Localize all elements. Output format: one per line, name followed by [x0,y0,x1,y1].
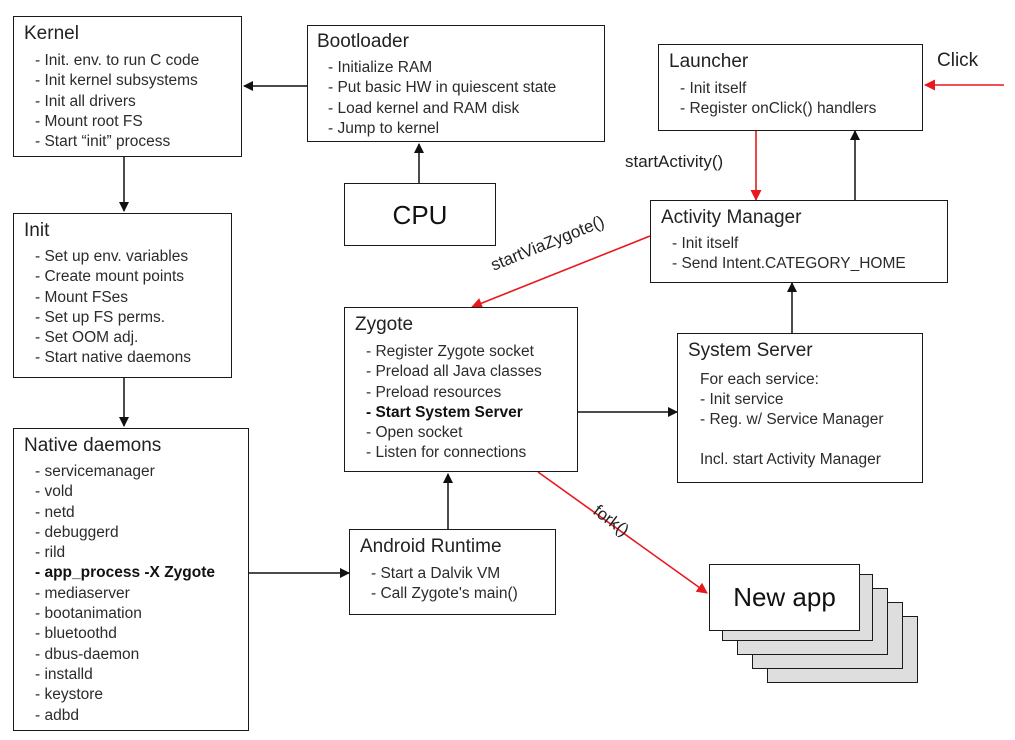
android-runtime-step: - Call Zygote's main() [371,585,518,603]
daemon-item: - dbus-daemon [35,645,140,663]
launcher-steps: - Init itself - Register onClick() handl… [680,79,876,120]
system-server-intro: For each service: [700,371,819,388]
bootloader-title: Bootloader [317,31,409,52]
bootloader-step: - Load kernel and RAM disk [328,99,520,117]
zygote-step-start-system-server: - Start System Server [366,403,523,421]
daemon-item: - servicemanager [35,463,155,480]
kernel-step: - Init all drivers [35,92,136,110]
kernel-step: - Init. env. to run C code [35,52,200,69]
daemon-item: - installd [35,665,93,683]
init-step: - Create mount points [35,268,185,286]
system-server-box: System Server For each service: - Init s… [677,333,923,483]
system-server-steps: - Init service - Reg. w/ Service Manager [700,390,884,431]
new-app-box: New app [709,564,860,631]
init-step: - Mount FSes [35,288,129,306]
arrow-zygote-to-new-app [537,471,708,594]
zygote-step: - Preload all Java classes [366,363,542,381]
activity-manager-title: Activity Manager [661,207,802,228]
init-title: Init [24,220,50,241]
kernel-title: Kernel [24,23,79,44]
android-runtime-steps: - Start a Dalvik VM - Call Zygote's main… [371,564,518,605]
daemon-item: - vold [35,483,73,501]
daemon-item: - netd [35,503,75,521]
new-app-label: New app [733,582,836,612]
init-step: - Set up FS perms. [35,308,166,326]
zygote-step: - Register Zygote socket [366,343,534,360]
daemon-item: - keystore [35,686,104,704]
bootloader-step: - Jump to kernel [328,119,440,137]
activity-manager-step: - Init itself [672,235,739,252]
init-box: Init - Set up env. variables - Create mo… [13,213,232,378]
bootloader-step: - Put basic HW in quiescent state [328,79,557,97]
bootloader-steps: - Initialize RAM - Put basic HW in quies… [328,58,556,139]
launcher-title: Launcher [669,51,749,72]
arrow-activity-manager-to-zygote [471,235,651,309]
activity-manager-box: Activity Manager - Init itself - Send In… [650,200,948,283]
daemon-item: - bootanimation [35,605,142,623]
zygote-step: - Open socket [366,424,463,442]
android-runtime-box: Android Runtime - Start a Dalvik VM - Ca… [349,529,556,615]
zygote-step: - Preload resources [366,383,502,401]
zygote-steps: - Register Zygote socket - Preload all J… [366,342,542,464]
click-label: Click [937,50,979,71]
bootloader-box: Bootloader - Initialize RAM - Put basic … [307,25,605,142]
start-activity-label: startActivity() [625,152,724,171]
system-server-step: - Reg. w/ Service Manager [700,411,884,429]
zygote-step: - Listen for connections [366,444,527,462]
kernel-step: - Start “init” process [35,133,171,151]
launcher-step: - Init itself [680,80,747,97]
daemon-item: - adbd [35,706,79,724]
bootloader-step: - Initialize RAM [328,59,433,76]
daemon-item: - debuggerd [35,523,119,541]
zygote-box: Zygote - Register Zygote socket - Preloa… [344,307,578,472]
daemon-item-app-process: - app_process -X Zygote [35,564,216,582]
kernel-step: - Mount root FS [35,112,143,130]
cpu-label: CPU [392,200,448,230]
init-step: - Set OOM adj. [35,329,139,347]
cpu-box: CPU [344,183,496,246]
android-runtime-title: Android Runtime [360,536,502,557]
system-server-footer: Incl. start Activity Manager [700,451,881,468]
activity-manager-steps: - Init itself - Send Intent.CATEGORY_HOM… [672,234,906,275]
kernel-steps: - Init. env. to run C code - Init kernel… [35,51,199,152]
system-server-title: System Server [688,340,813,361]
kernel-step: - Init kernel subsystems [35,72,198,90]
init-step: - Start native daemons [35,349,191,367]
android-runtime-step: - Start a Dalvik VM [371,565,501,582]
system-server-step: - Init service [700,391,784,408]
native-daemons-box: Native daemons - servicemanager - vold -… [13,428,249,731]
launcher-step: - Register onClick() handlers [680,100,877,118]
launcher-box: Launcher - Init itself - Register onClic… [658,44,923,131]
native-daemons-list: - servicemanager - vold - netd - debugge… [35,462,215,726]
daemon-item: - mediaserver [35,584,130,602]
kernel-box: Kernel - Init. env. to run C code - Init… [13,16,242,157]
native-daemons-title: Native daemons [24,435,162,456]
init-steps: - Set up env. variables - Create mount p… [35,247,191,369]
daemon-item: - rild [35,544,66,562]
daemon-item: - bluetoothd [35,625,117,643]
init-step: - Set up env. variables [35,248,189,265]
zygote-title: Zygote [355,314,414,335]
activity-manager-step: - Send Intent.CATEGORY_HOME [672,255,906,273]
